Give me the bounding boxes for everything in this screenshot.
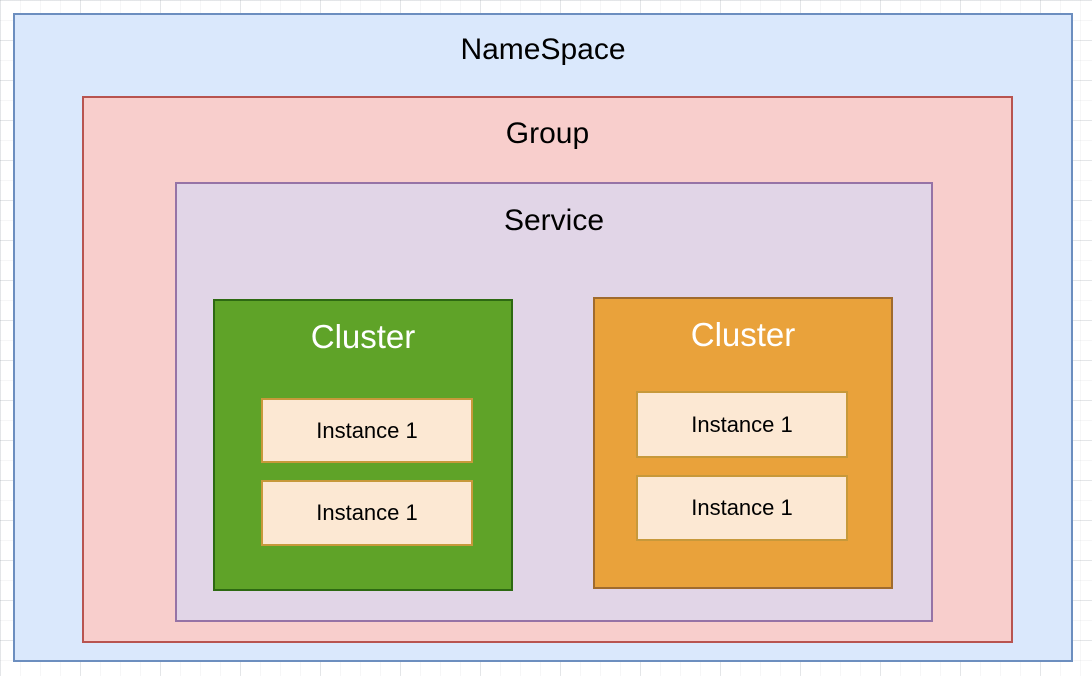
group-container: Group Service Cluster Instance 1 Instanc… <box>82 96 1013 643</box>
namespace-container: NameSpace Group Service Cluster Instance… <box>13 13 1073 662</box>
cluster-green-label: Cluster <box>310 318 416 355</box>
group-label: Group <box>505 117 590 150</box>
cluster-green-instance-2: Instance 1 <box>261 480 473 546</box>
cluster-green-instance-1: Instance 1 <box>261 398 473 463</box>
service-container: Service Cluster Instance 1 Instance 1 Cl… <box>175 182 933 622</box>
namespace-label: NameSpace <box>460 33 626 66</box>
cluster-green-container: Cluster Instance 1 Instance 1 <box>213 299 513 591</box>
cluster-orange-instance-2: Instance 1 <box>636 475 848 541</box>
cluster-orange-instance-1: Instance 1 <box>636 391 848 458</box>
cluster-orange-container: Cluster Instance 1 Instance 1 <box>593 297 893 589</box>
cluster-orange-label: Cluster <box>690 316 796 353</box>
service-label: Service <box>503 204 605 237</box>
